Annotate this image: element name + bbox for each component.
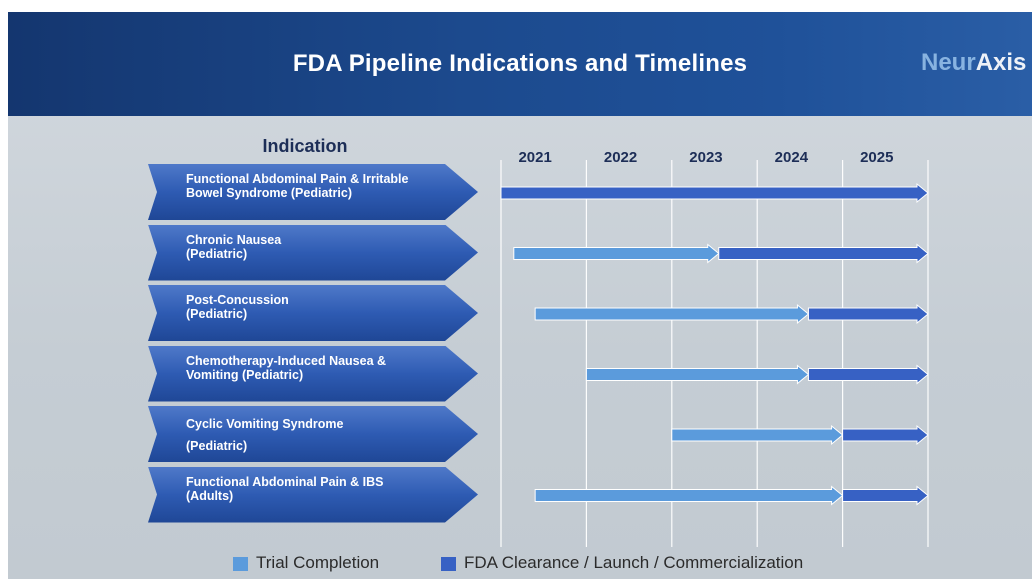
year-tick-label: 2021	[518, 149, 552, 166]
indication-label-text: Chronic Nausea (Pediatric)	[186, 232, 282, 261]
company-logo: NeurAxis	[921, 49, 1026, 77]
logo-prefix: Neur	[921, 49, 976, 76]
trial-completion-bar	[513, 243, 720, 264]
indication-label-text: Chemotherapy-Induced Nausea & Vomiting (…	[186, 353, 387, 382]
year-tick-label: 2025	[860, 149, 894, 166]
indication-label: Cyclic Vomiting Syndrome (Pediatric)	[148, 406, 478, 462]
trial-completion-bar	[585, 364, 810, 385]
slide: FDA Pipeline Indications and Timelines N…	[8, 12, 1032, 579]
indication-label: Functional Abdominal Pain & IBS (Adults)	[148, 466, 478, 523]
year-tick-label: 2024	[774, 149, 809, 166]
chart-title: FDA Pipeline Indications and Timelines	[292, 50, 748, 77]
fda-clearance-bar	[807, 364, 929, 385]
year-tick-label: 2023	[689, 149, 723, 166]
indication-column-header: Indication	[262, 136, 348, 156]
legend-swatch-trial	[233, 557, 248, 571]
fda-clearance-bar	[500, 182, 929, 204]
title-banner: FDA Pipeline Indications and Timelines N…	[8, 12, 1032, 116]
year-tick-label: 2022	[603, 149, 638, 166]
indication-label-text: Cyclic Vomiting Syndrome (Pediatric)	[186, 417, 344, 453]
indication-label: Functional Abdominal Pain & Irritable Bo…	[148, 164, 478, 220]
indication-label: Post-Concussion (Pediatric)	[148, 285, 478, 341]
legend-label-trial: Trial Completion	[256, 553, 380, 572]
indication-label: Chronic Nausea (Pediatric)	[148, 224, 478, 281]
indication-label-text: Functional Abdominal Pain & Irritable Bo…	[186, 172, 409, 200]
indication-label-text: Post-Concussion (Pediatric)	[186, 293, 289, 321]
trial-completion-bar	[534, 303, 810, 325]
trial-completion-bar	[534, 485, 844, 506]
timeline-plot	[500, 160, 929, 547]
legend-label-fda: FDA Clearance / Launch / Commercializati…	[464, 553, 804, 572]
fda-clearance-bar	[842, 424, 929, 446]
logo-suffix: Axis	[975, 49, 1027, 76]
legend-swatch-fda	[441, 557, 456, 571]
indication-label: Chemotherapy-Induced Nausea & Vomiting (…	[148, 345, 478, 402]
timeline-bars	[500, 182, 929, 506]
indication-label-text: Functional Abdominal Pain & IBS (Adults)	[186, 474, 384, 503]
trial-completion-bar	[671, 424, 844, 446]
fda-clearance-bar	[842, 485, 929, 506]
fda-clearance-bar	[718, 243, 929, 264]
gridlines	[500, 160, 929, 547]
fda-clearance-bar	[807, 303, 929, 325]
